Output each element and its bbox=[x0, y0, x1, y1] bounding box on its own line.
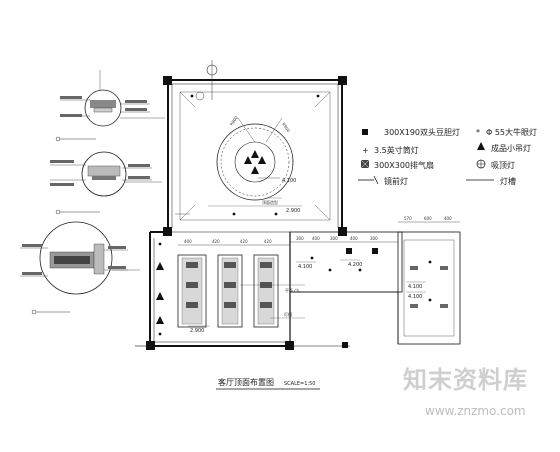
ceiling-ring: R800 R900 4.100 bbox=[216, 115, 296, 201]
watermark-url: www.znzmo.com bbox=[425, 404, 526, 418]
elev-bottom-label: 2.900 bbox=[286, 208, 300, 214]
dim-right-2: 400 bbox=[444, 216, 452, 221]
detail-callout-3 bbox=[20, 221, 128, 315]
detail-callout-2 bbox=[50, 151, 152, 215]
elev-right-a: 4.100 bbox=[408, 284, 422, 290]
elev-center-ring: 4.100 bbox=[282, 178, 296, 184]
legend-light-trough: 灯槽 bbox=[500, 176, 516, 186]
double-downlight-icon bbox=[362, 129, 368, 135]
elev-bottom-left: 2.900 bbox=[190, 328, 204, 334]
svg-text:R900: R900 bbox=[281, 122, 291, 134]
watermark-main: 知末资料库 bbox=[403, 366, 528, 394]
dim-top-1: 400 bbox=[312, 236, 320, 241]
drawing-title: 客厅顶面布置图 SCALE=1:50 bbox=[216, 377, 320, 390]
dims-lower: 400 420 420 420 平面 ch 灯槽 2.900 bbox=[178, 239, 305, 334]
columns bbox=[146, 76, 348, 350]
downlights-upper bbox=[190, 94, 320, 216]
dim-top-0: 300 bbox=[296, 236, 304, 241]
legend-downlight-double: 300X190双头豆胆灯 bbox=[384, 127, 460, 137]
svg-text:顶面造型: 顶面造型 bbox=[262, 199, 278, 205]
lower-light-panels bbox=[177, 254, 279, 328]
dim-mid-2: 420 bbox=[240, 239, 248, 244]
legend: 300X190双头豆胆灯 * Φ 55大牛眼灯 + 3.5英寸筒灯 成品小吊灯 … bbox=[358, 127, 537, 186]
dim-mid-3: 420 bbox=[264, 239, 272, 244]
elev-right-c: 4.100 bbox=[408, 294, 422, 300]
svg-text:平面 ch: 平面 ch bbox=[285, 288, 299, 293]
svg-text:R800: R800 bbox=[229, 115, 239, 127]
elev-top-right-a: 4.100 bbox=[298, 264, 312, 270]
elev-top-right-b: 4.200 bbox=[348, 262, 362, 268]
dim-top-4: 300 bbox=[370, 236, 378, 241]
dim-mid-1: 420 bbox=[212, 239, 220, 244]
cup-light-icon: + bbox=[362, 146, 369, 155]
dim-top-2: 300 bbox=[330, 236, 338, 241]
title-text: 客厅顶面布置图 bbox=[218, 377, 274, 387]
dim-top-3: 400 bbox=[350, 236, 358, 241]
small-spot-icon bbox=[477, 142, 485, 150]
cow-eye-icon: * bbox=[476, 128, 480, 137]
legend-cup-light: 3.5英寸筒灯 bbox=[374, 145, 419, 155]
right-annex: 300 400 300 400 300 4.100 4.200 570 600 … bbox=[290, 216, 460, 337]
legend-cow-eye: Φ 55大牛眼灯 bbox=[486, 127, 537, 137]
watermark: 知末资料库 www.znzmo.com bbox=[403, 360, 553, 430]
dim-right-1: 600 bbox=[424, 216, 432, 221]
lower-spotlights bbox=[156, 242, 164, 336]
dim-right-0: 570 bbox=[404, 216, 412, 221]
legend-exhaust-fan: 300X300排气扇 bbox=[374, 160, 434, 170]
legend-mirror-light: 镜前灯 bbox=[384, 176, 408, 186]
legend-ceiling-light: 吸顶灯 bbox=[491, 160, 515, 170]
scale-text: SCALE=1:50 bbox=[284, 381, 315, 387]
detail-callout-1 bbox=[55, 70, 150, 142]
svg-text:灯槽: 灯槽 bbox=[284, 311, 292, 317]
legend-small-spot: 成品小吊灯 bbox=[491, 143, 531, 153]
dim-mid-0: 400 bbox=[184, 239, 192, 244]
ceiling-trim bbox=[179, 91, 331, 221]
